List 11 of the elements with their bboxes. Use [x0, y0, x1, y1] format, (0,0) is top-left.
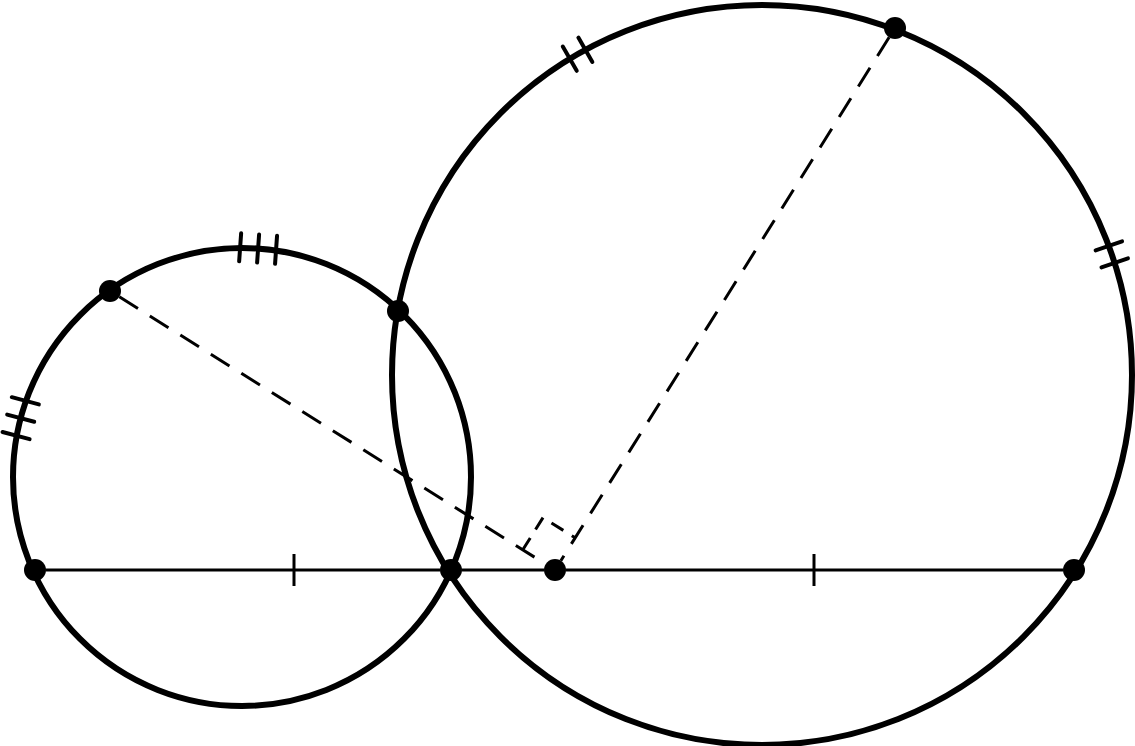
point-dot: [440, 559, 462, 581]
point-dot: [884, 17, 906, 39]
line-segment: [46, 568, 440, 572]
point-dot: [24, 559, 46, 581]
dashed-line: [559, 36, 891, 562]
point-dot: [544, 559, 566, 581]
point-dot: [387, 300, 409, 322]
line-segment: [462, 568, 544, 572]
line-segment: [566, 568, 1063, 572]
point-dot: [1063, 559, 1085, 581]
point-dot: [99, 280, 121, 302]
